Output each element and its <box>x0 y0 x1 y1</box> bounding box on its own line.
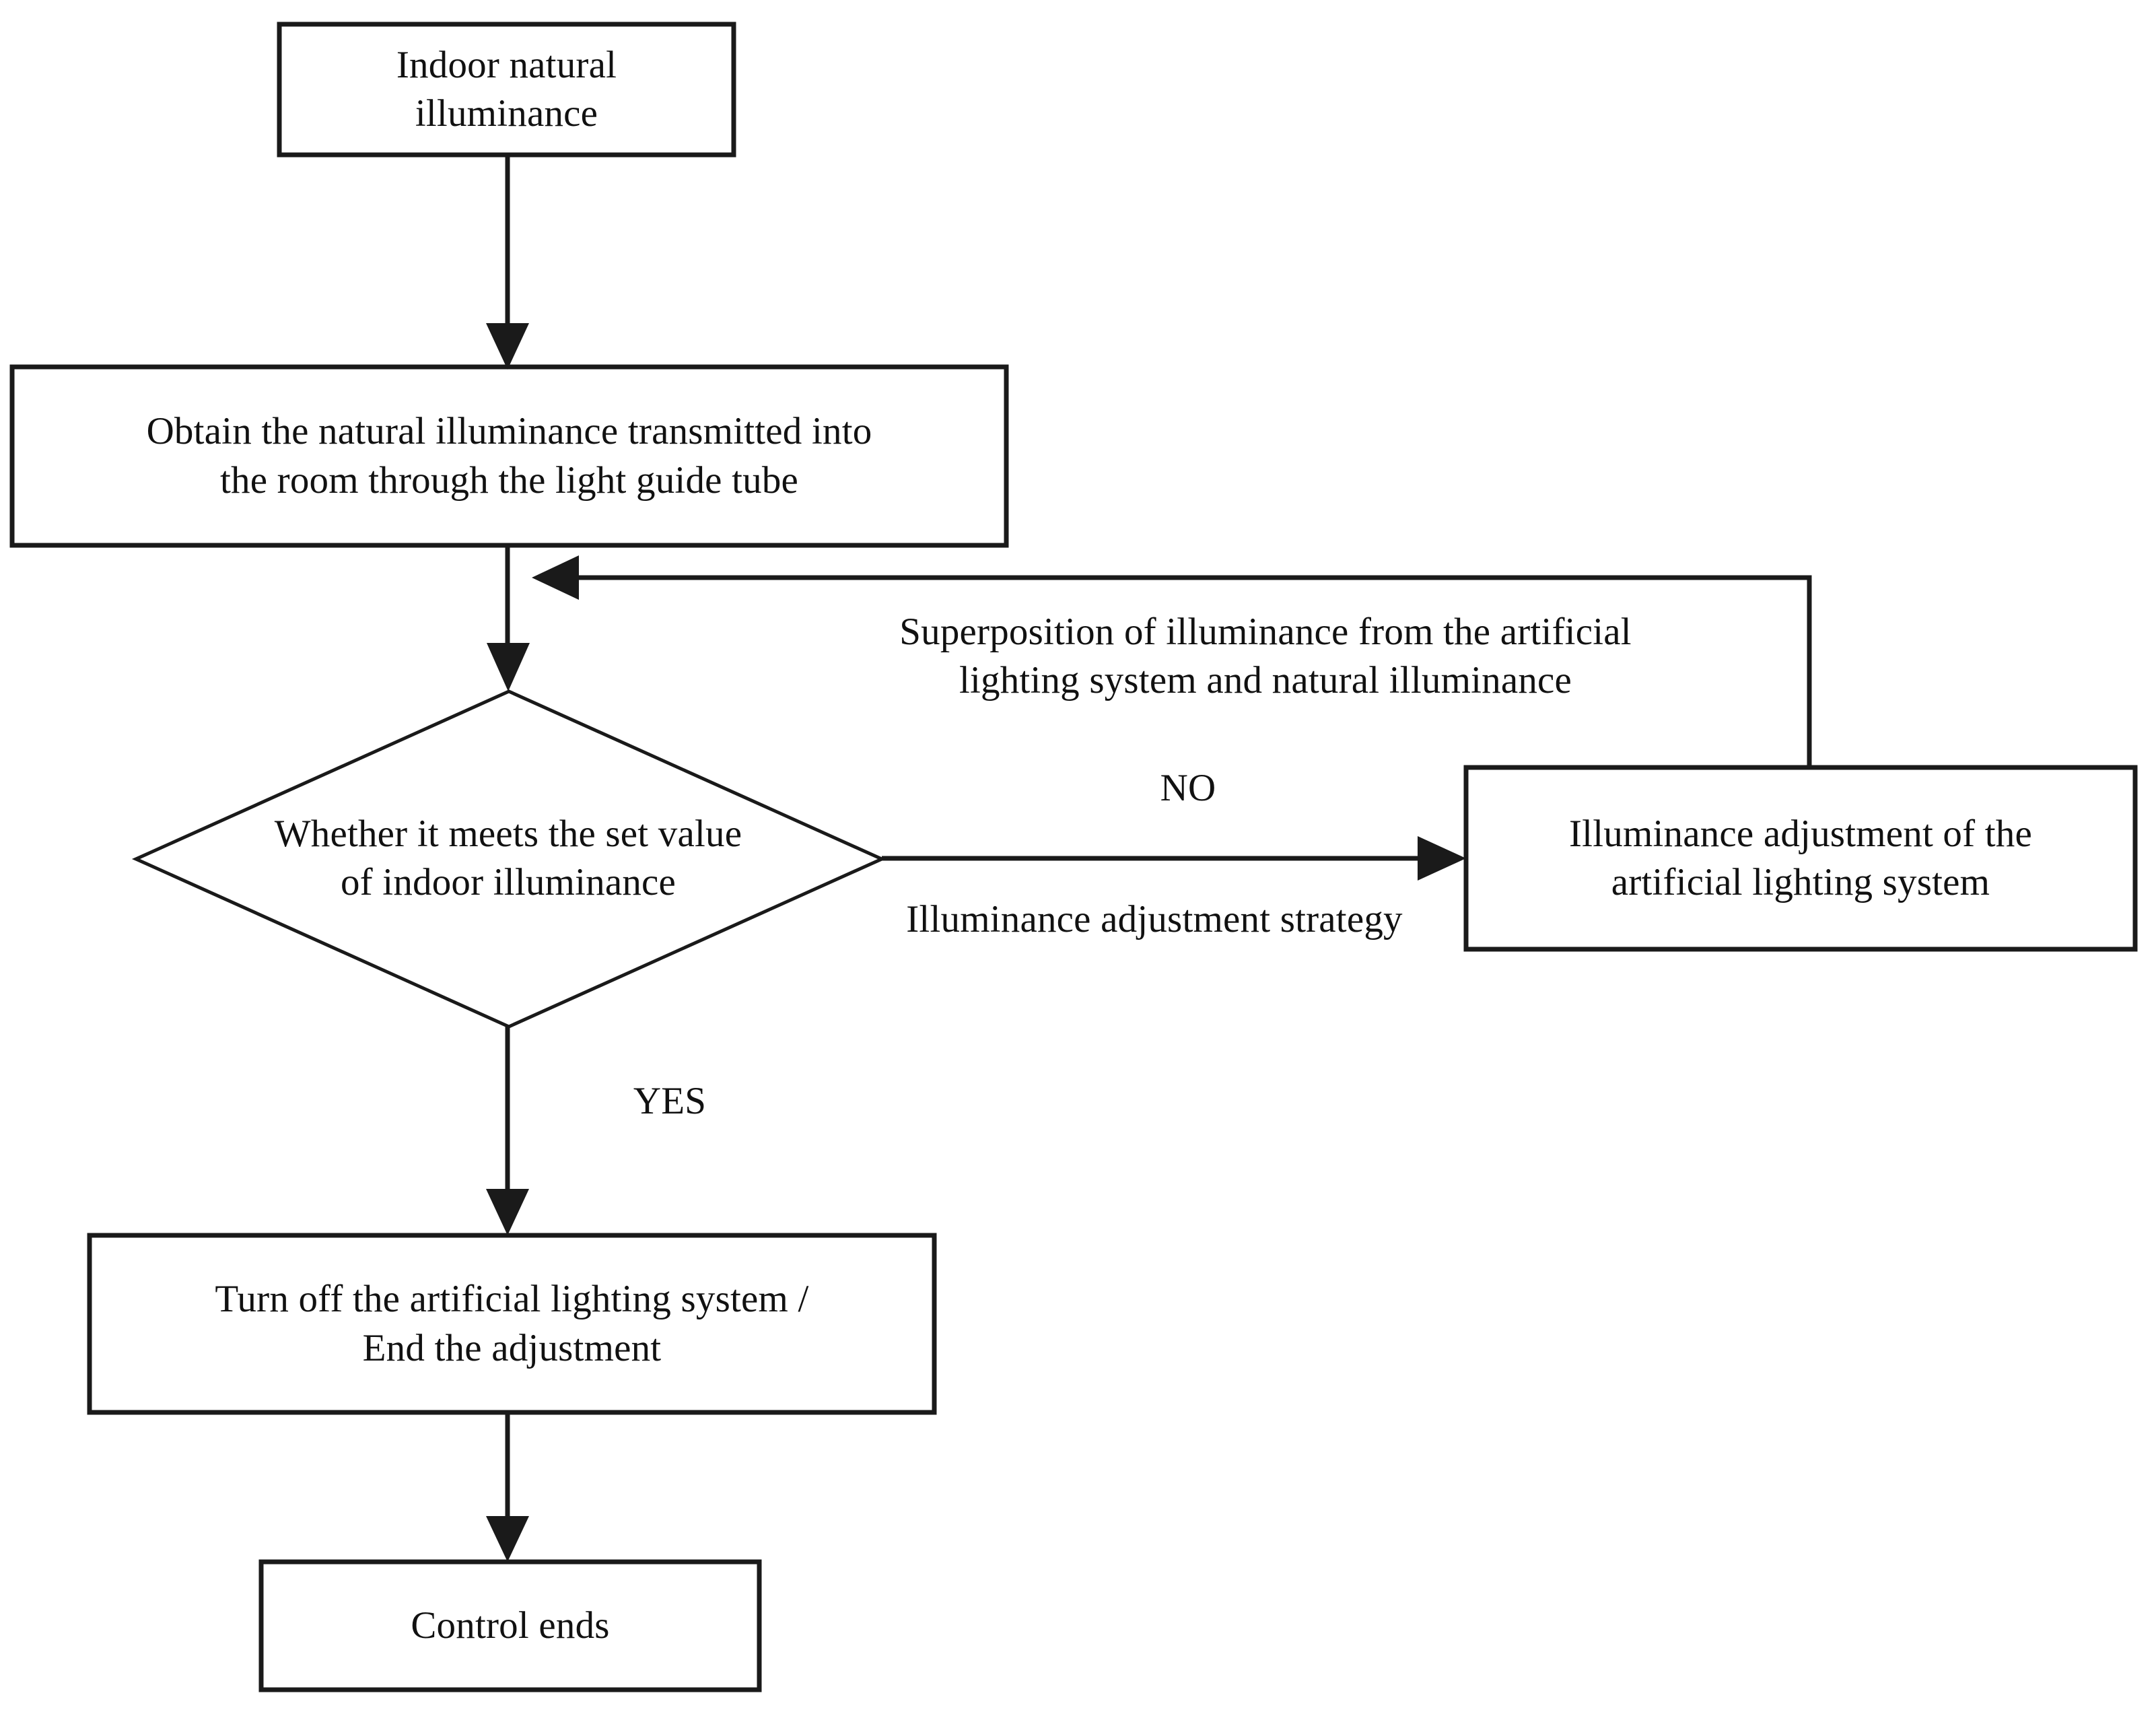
node-decision-label: Whether it meets the set value of indoor… <box>155 778 862 939</box>
edge-adjust-to-obtain <box>532 555 1812 767</box>
edge-label-no-text: NO <box>1160 766 1216 809</box>
edge-decision-to-adjust <box>882 836 1466 881</box>
edge-label-no: NO <box>1104 764 1272 813</box>
node-turnoff-text: Turn off the artificial lighting system … <box>215 1278 809 1369</box>
node-turnoff-label: Turn off the artificial lighting system … <box>90 1235 934 1412</box>
node-adjust-shape[interactable] <box>1463 765 2138 952</box>
node-end-text: Control ends <box>411 1604 610 1647</box>
edge-label-strategy-text: Illuminance adjustment strategy <box>906 897 1403 940</box>
edge-label-yes: YES <box>592 1077 747 1126</box>
edge-label-strategy: Illuminance adjustment strategy <box>818 895 1491 944</box>
edge-obtain-to-decision <box>487 545 530 691</box>
node-start-label: Indoor natural illuminance <box>279 24 734 155</box>
edge-decision-to-turnoff <box>486 1027 529 1235</box>
edge-label-yes-text: YES <box>633 1079 707 1122</box>
node-adjust-text: Illuminance adjustment of the artificial… <box>1568 812 2033 903</box>
edge-turnoff-to-end <box>486 1412 529 1562</box>
edge-start-to-obtain <box>486 155 529 370</box>
node-end-shape[interactable] <box>258 1559 762 1692</box>
node-obtain-shape[interactable] <box>9 364 1009 548</box>
node-obtain-label: Obtain the natural illuminance transmitt… <box>12 367 1006 545</box>
node-end-label: Control ends <box>261 1562 759 1690</box>
edge-label-superposition: Superposition of illuminance from the ar… <box>754 609 1777 703</box>
node-start-text: Indoor natural illuminance <box>396 43 617 135</box>
edge-label-superposition-text: Superposition of illuminance from the ar… <box>899 610 1632 701</box>
node-adjust-label: Illuminance adjustment of the artificial… <box>1466 767 2135 949</box>
node-decision-text: Whether it meets the set value of indoor… <box>274 812 742 903</box>
node-obtain-text: Obtain the natural illuminance transmitt… <box>146 410 872 502</box>
node-start-shape[interactable] <box>277 22 736 158</box>
node-turnoff-shape[interactable] <box>87 1233 937 1415</box>
